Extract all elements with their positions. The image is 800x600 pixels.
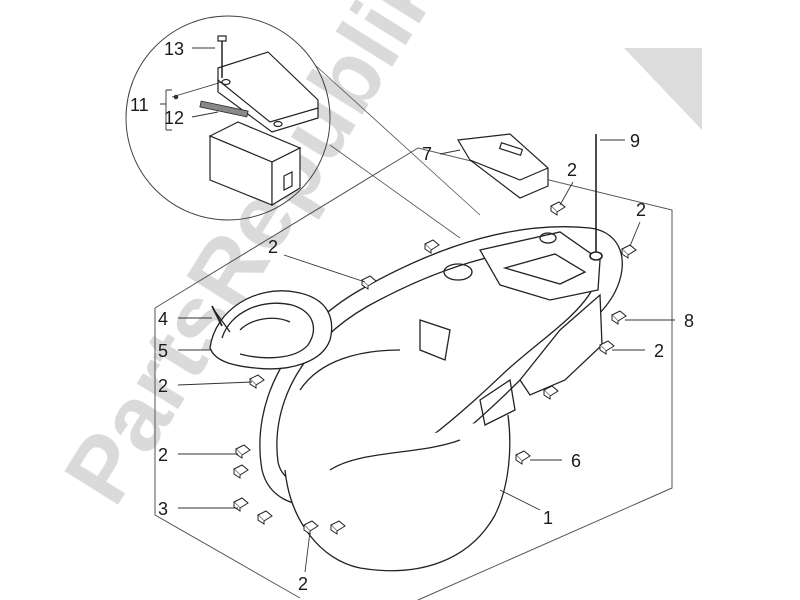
callout-2-d: 2 <box>654 341 664 361</box>
helmet-compartment <box>259 226 623 572</box>
callout-2-f: 2 <box>158 445 168 465</box>
callout-labels: 13 11 12 7 9 2 2 2 8 2 4 5 2 2 6 3 1 2 <box>130 39 694 594</box>
battery-cover <box>217 35 319 133</box>
clip <box>235 444 251 459</box>
screw-4 <box>211 305 223 327</box>
callout-2-e: 2 <box>158 376 168 396</box>
callout-11: 11 <box>130 95 149 115</box>
callout-4: 4 <box>158 309 168 329</box>
clip <box>424 239 440 254</box>
callout-2-a: 2 <box>567 160 577 180</box>
tool-tray <box>457 133 549 199</box>
callout-7: 7 <box>422 144 432 164</box>
clip <box>550 201 566 216</box>
clip <box>611 310 627 325</box>
callout-3: 3 <box>158 499 168 519</box>
callout-1: 1 <box>543 508 553 528</box>
clip <box>599 340 615 355</box>
clip <box>249 374 265 389</box>
battery-box <box>208 121 302 207</box>
assembly-frame <box>154 147 673 600</box>
battery-strap <box>199 100 249 118</box>
clip <box>621 244 637 259</box>
clip <box>543 385 559 400</box>
callout-8: 8 <box>684 311 694 331</box>
callout-12: 12 <box>164 108 184 128</box>
leader-lines <box>160 47 675 573</box>
callout-6: 6 <box>571 451 581 471</box>
inspection-cover <box>209 290 333 370</box>
detail-circle <box>125 15 481 239</box>
callout-5: 5 <box>158 341 168 361</box>
clip <box>330 520 346 535</box>
callout-2-g: 2 <box>298 574 308 594</box>
clip <box>515 450 531 465</box>
callout-2-b: 2 <box>636 200 646 220</box>
clip <box>233 497 249 512</box>
callout-13: 13 <box>164 39 184 59</box>
callout-9: 9 <box>630 131 640 151</box>
clip <box>361 275 377 290</box>
gear-icon <box>602 48 702 140</box>
callout-2-c: 2 <box>268 237 278 257</box>
screw-9 <box>589 134 603 261</box>
clip <box>257 510 273 525</box>
clip <box>233 464 249 479</box>
